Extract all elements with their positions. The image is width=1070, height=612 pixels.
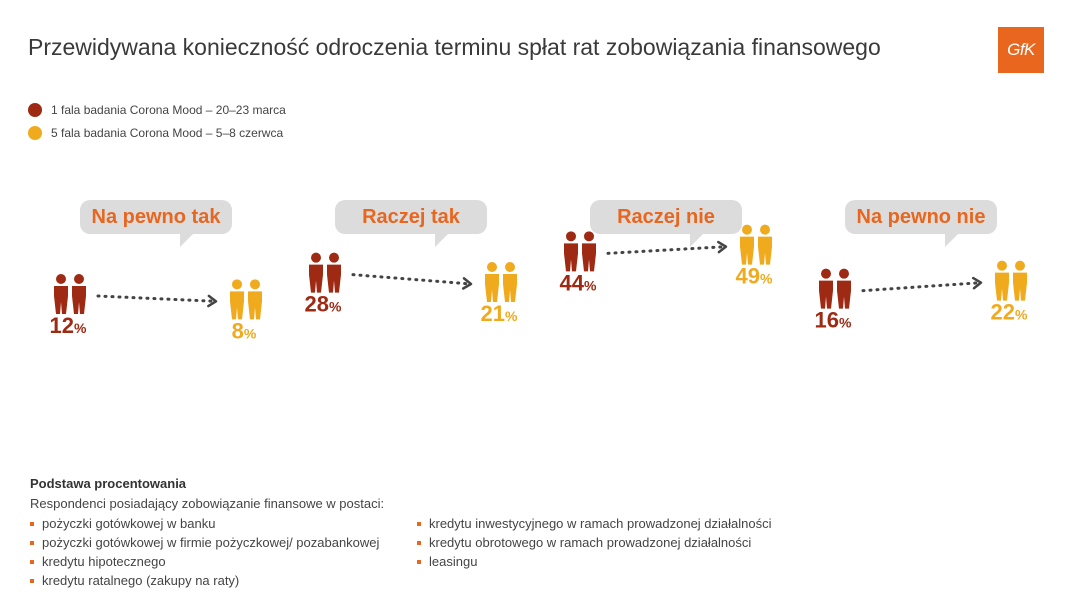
wave5-pictogram-value: 8%	[232, 318, 257, 343]
wave5-pictogram	[485, 262, 517, 302]
wave5-pictogram-value: 22%	[991, 300, 1028, 325]
pictogram-chart: Na pewno tak 12% 8% Raczej tak 28% 21% Raczej …	[50, 200, 1028, 343]
wave1-pictogram-value: 44%	[560, 270, 597, 295]
category-label: Na pewno nie	[857, 206, 986, 228]
wave5-pictogram-value: 49%	[736, 264, 773, 289]
bullet-icon	[30, 540, 34, 545]
list-item: leasingu	[417, 552, 837, 571]
bubble-tail	[435, 233, 449, 247]
category-bubble	[590, 200, 742, 234]
list-item-text: kredytu inwestycyjnego w ramach prowadzo…	[429, 516, 772, 531]
arrow-head-icon	[717, 240, 728, 254]
category-bubble	[80, 200, 232, 234]
base-list-right: kredytu inwestycyjnego w ramach prowadzo…	[417, 514, 837, 590]
arrow-head-icon	[461, 277, 473, 290]
list-item-text: kredytu ratalnego (zakupy na raty)	[42, 573, 240, 588]
wave5-pictogram	[740, 224, 772, 265]
legend: 1 fala badania Corona Mood – 20–23 marca…	[28, 98, 286, 144]
base-section: Podstawa procentowania Respondenci posia…	[30, 474, 1040, 590]
wave1-pictogram	[54, 274, 86, 314]
list-item: kredytu obrotowego w ramach prowadzonej …	[417, 533, 837, 552]
list-item: pożyczki gotówkowej w banku	[30, 514, 417, 533]
legend-dot-wave5	[28, 125, 42, 140]
legend-label-wave5: 5 fala badania Corona Mood – 5–8 czerwca	[51, 125, 284, 140]
wave5-pictogram-value: 21%	[481, 301, 518, 326]
arrow-head-icon	[207, 294, 218, 308]
bubble-tail	[945, 233, 959, 247]
arrow-head-icon	[971, 276, 983, 290]
list-item-text: pożyczki gotówkowej w banku	[42, 516, 216, 531]
legend-item-wave1: 1 fala badania Corona Mood – 20–23 marca	[28, 98, 286, 121]
bubble-tail	[690, 233, 704, 247]
bullet-icon	[417, 540, 421, 545]
wave5-pictogram	[995, 260, 1027, 301]
list-item: kredytu hipotecznego	[30, 552, 417, 571]
list-item-text: kredytu hipotecznego	[42, 554, 166, 569]
wave1-pictogram	[309, 252, 341, 293]
dotted-arrow	[96, 294, 218, 303]
wave5-pictogram	[230, 279, 262, 320]
base-title: Podstawa procentowania	[30, 476, 187, 491]
category-label: Raczej nie	[617, 206, 715, 228]
list-item-text: leasingu	[429, 554, 478, 569]
bullet-icon	[417, 521, 421, 526]
list-item: kredytu ratalnego (zakupy na raty)	[30, 571, 417, 590]
legend-dot-wave1	[28, 102, 42, 117]
legend-label-wave1: 1 fala badania Corona Mood – 20–23 marca	[51, 102, 286, 117]
bullet-icon	[417, 559, 421, 564]
gfk-logo: GfK	[998, 27, 1044, 73]
wave1-pictogram	[819, 268, 851, 309]
bubble-tail	[180, 233, 194, 247]
wave1-pictogram	[564, 231, 596, 272]
bullet-icon	[30, 559, 34, 564]
category-bubble	[845, 200, 997, 234]
wave1-pictogram-value: 12%	[50, 313, 87, 338]
category-label: Raczej tak	[362, 206, 461, 228]
base-description: Respondenci posiadający zobowiązanie fin…	[30, 496, 385, 511]
category-label: Na pewno tak	[92, 206, 222, 228]
list-item: pożyczki gotówkowej w firmie pożyczkowej…	[30, 533, 417, 552]
wave1-pictogram-value: 16%	[815, 308, 852, 333]
wave1-pictogram-value: 28%	[305, 292, 342, 317]
legend-item-wave5: 5 fala badania Corona Mood – 5–8 czerwca	[28, 121, 286, 144]
list-item: kredytu inwestycyjnego w ramach prowadzo…	[417, 514, 837, 533]
list-item-text: kredytu obrotowego w ramach prowadzonej …	[429, 535, 752, 550]
list-item-text: pożyczki gotówkowej w firmie pożyczkowej…	[42, 535, 380, 550]
dotted-arrow	[351, 273, 473, 286]
base-list-left: pożyczki gotówkowej w banku pożyczki got…	[30, 514, 417, 590]
category-bubble	[335, 200, 487, 234]
dotted-arrow	[861, 281, 983, 293]
chart-title: Przewidywana konieczność odroczenia term…	[28, 34, 881, 60]
dotted-arrow	[606, 245, 728, 255]
bullet-icon	[30, 578, 34, 583]
bullet-icon	[30, 521, 34, 526]
